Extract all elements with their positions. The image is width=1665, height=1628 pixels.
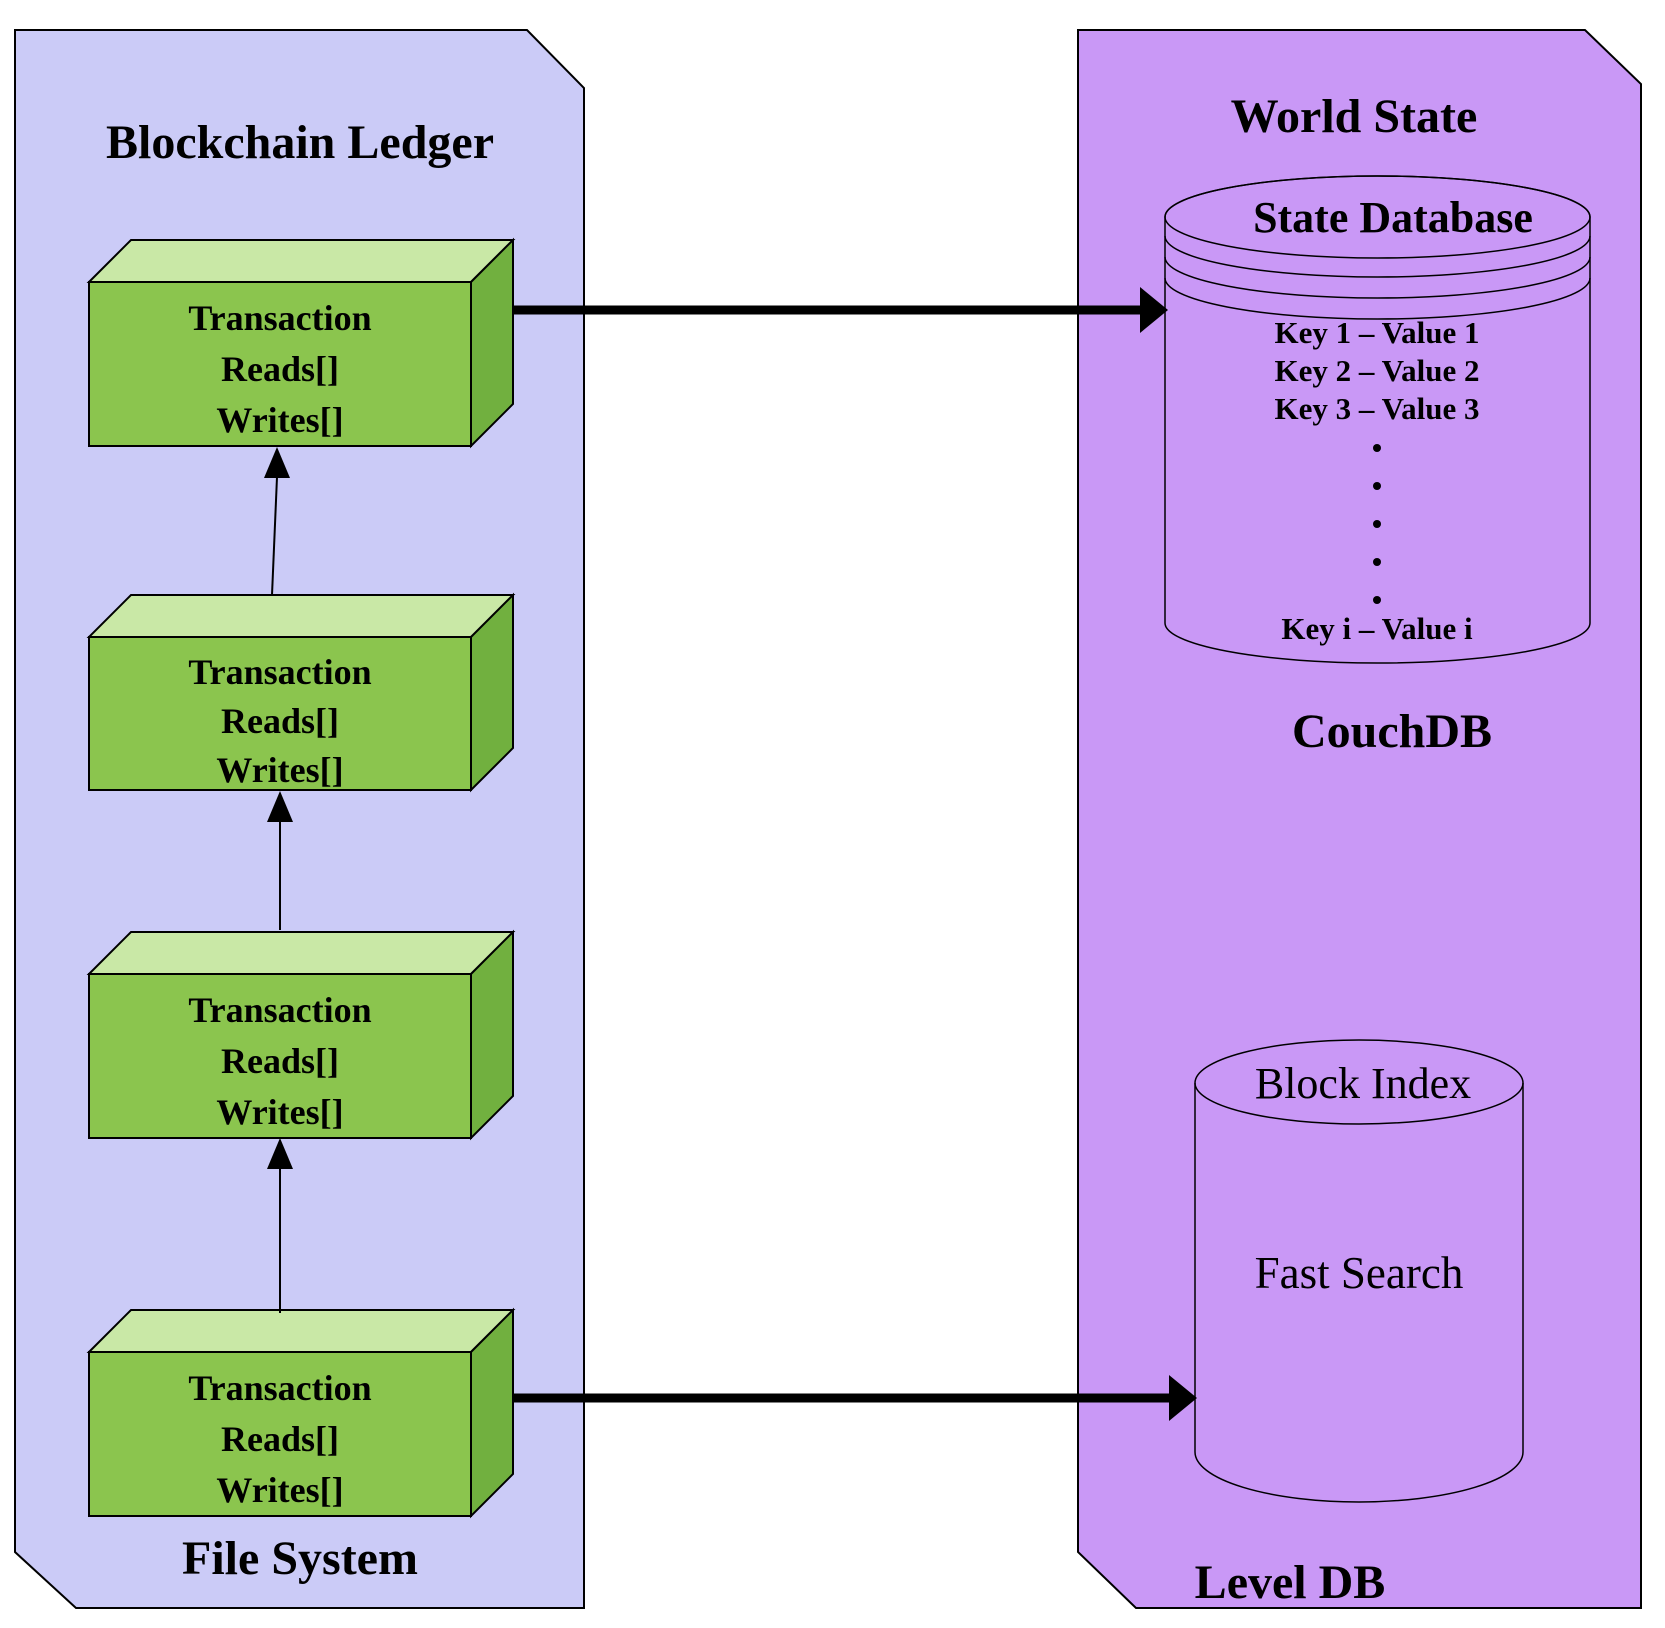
transaction-box-1: Transaction Reads[] Writes[] bbox=[86, 237, 516, 449]
box-label-line1: Transaction bbox=[188, 298, 371, 338]
arrow-head-right-icon bbox=[1169, 1375, 1197, 1421]
transaction-box-2: Transaction Reads[] Writes[] bbox=[86, 592, 516, 793]
block-index-cylinder: Block Index Fast Search bbox=[1194, 1039, 1524, 1503]
cylinder-top-face bbox=[1164, 175, 1591, 259]
state-database-cylinder: State Database Key 1 – Value 1 Key 2 – V… bbox=[1164, 175, 1591, 664]
box-top-face bbox=[86, 594, 516, 638]
ellipsis-dot bbox=[1373, 482, 1381, 490]
ellipsis-dot bbox=[1373, 444, 1381, 452]
cylinder-ring-1 bbox=[1164, 235, 1591, 278]
box-label-line2: Reads[] bbox=[221, 349, 339, 389]
box-label-line3: Writes[] bbox=[216, 400, 343, 440]
cylinder-ring-2 bbox=[1164, 256, 1591, 299]
ellipsis-dot bbox=[1373, 520, 1381, 528]
blockchain-ledger-title: Blockchain Ledger bbox=[106, 116, 494, 169]
box-label-line2: Reads[] bbox=[221, 1041, 339, 1081]
arrow-transaction-to-state-db bbox=[513, 287, 1168, 333]
key-value-row-1: Key 1 – Value 1 bbox=[1275, 315, 1480, 350]
box-top-face bbox=[86, 931, 516, 975]
chain-arrow-box2-to-box1 bbox=[264, 447, 290, 596]
box-label-line2: Reads[] bbox=[221, 1419, 339, 1459]
file-system-label: File System bbox=[182, 1532, 418, 1585]
arrow-head-up-icon bbox=[264, 447, 290, 478]
key-value-row-last: Key i – Value i bbox=[1281, 611, 1473, 646]
box-label-line3: Writes[] bbox=[216, 750, 343, 790]
world-state-panel bbox=[1077, 29, 1642, 1609]
arrow-head-up-icon bbox=[267, 791, 293, 822]
block-index-title: Block Index bbox=[1255, 1059, 1471, 1108]
box-top-face bbox=[86, 239, 516, 283]
box-label-line3: Writes[] bbox=[216, 1470, 343, 1510]
chain-arrow-box4-to-box3 bbox=[267, 1138, 293, 1313]
fast-search-label: Fast Search bbox=[1255, 1248, 1464, 1298]
box-label-line1: Transaction bbox=[188, 990, 371, 1030]
box-label-line3: Writes[] bbox=[216, 1092, 343, 1132]
box-front-face bbox=[88, 1351, 472, 1517]
box-front-face bbox=[88, 636, 472, 791]
arrow-shaft bbox=[271, 476, 278, 596]
cylinder-top-lens bbox=[1194, 1082, 1524, 1125]
cylinder-ring-3 bbox=[1164, 277, 1591, 320]
ellipsis-dot bbox=[1373, 558, 1381, 566]
ellipsis-dot bbox=[1373, 596, 1381, 604]
transaction-box-4: Transaction Reads[] Writes[] bbox=[86, 1307, 516, 1519]
box-top-face bbox=[86, 1309, 516, 1353]
arrow-head-right-icon bbox=[1140, 287, 1168, 333]
arrow-transaction-to-block-index bbox=[513, 1375, 1197, 1421]
arrow-head-up-icon bbox=[267, 1138, 293, 1169]
state-database-title: State Database bbox=[1253, 193, 1533, 242]
world-state-title: World State bbox=[1231, 90, 1478, 143]
box-label-line1: Transaction bbox=[188, 1368, 371, 1408]
couchdb-label: CouchDB bbox=[1292, 705, 1492, 758]
cylinder-body bbox=[1194, 1039, 1524, 1503]
transaction-box-3: Transaction Reads[] Writes[] bbox=[86, 929, 516, 1141]
chain-arrow-box3-to-box2 bbox=[267, 791, 293, 930]
box-label-line1: Transaction bbox=[188, 652, 371, 692]
key-value-row-2: Key 2 – Value 2 bbox=[1275, 353, 1480, 388]
box-label-line2: Reads[] bbox=[221, 701, 339, 741]
key-value-row-3: Key 3 – Value 3 bbox=[1275, 391, 1480, 426]
box-front-face bbox=[88, 973, 472, 1139]
leveldb-label: Level DB bbox=[1195, 1556, 1386, 1609]
box-front-face bbox=[88, 281, 472, 447]
